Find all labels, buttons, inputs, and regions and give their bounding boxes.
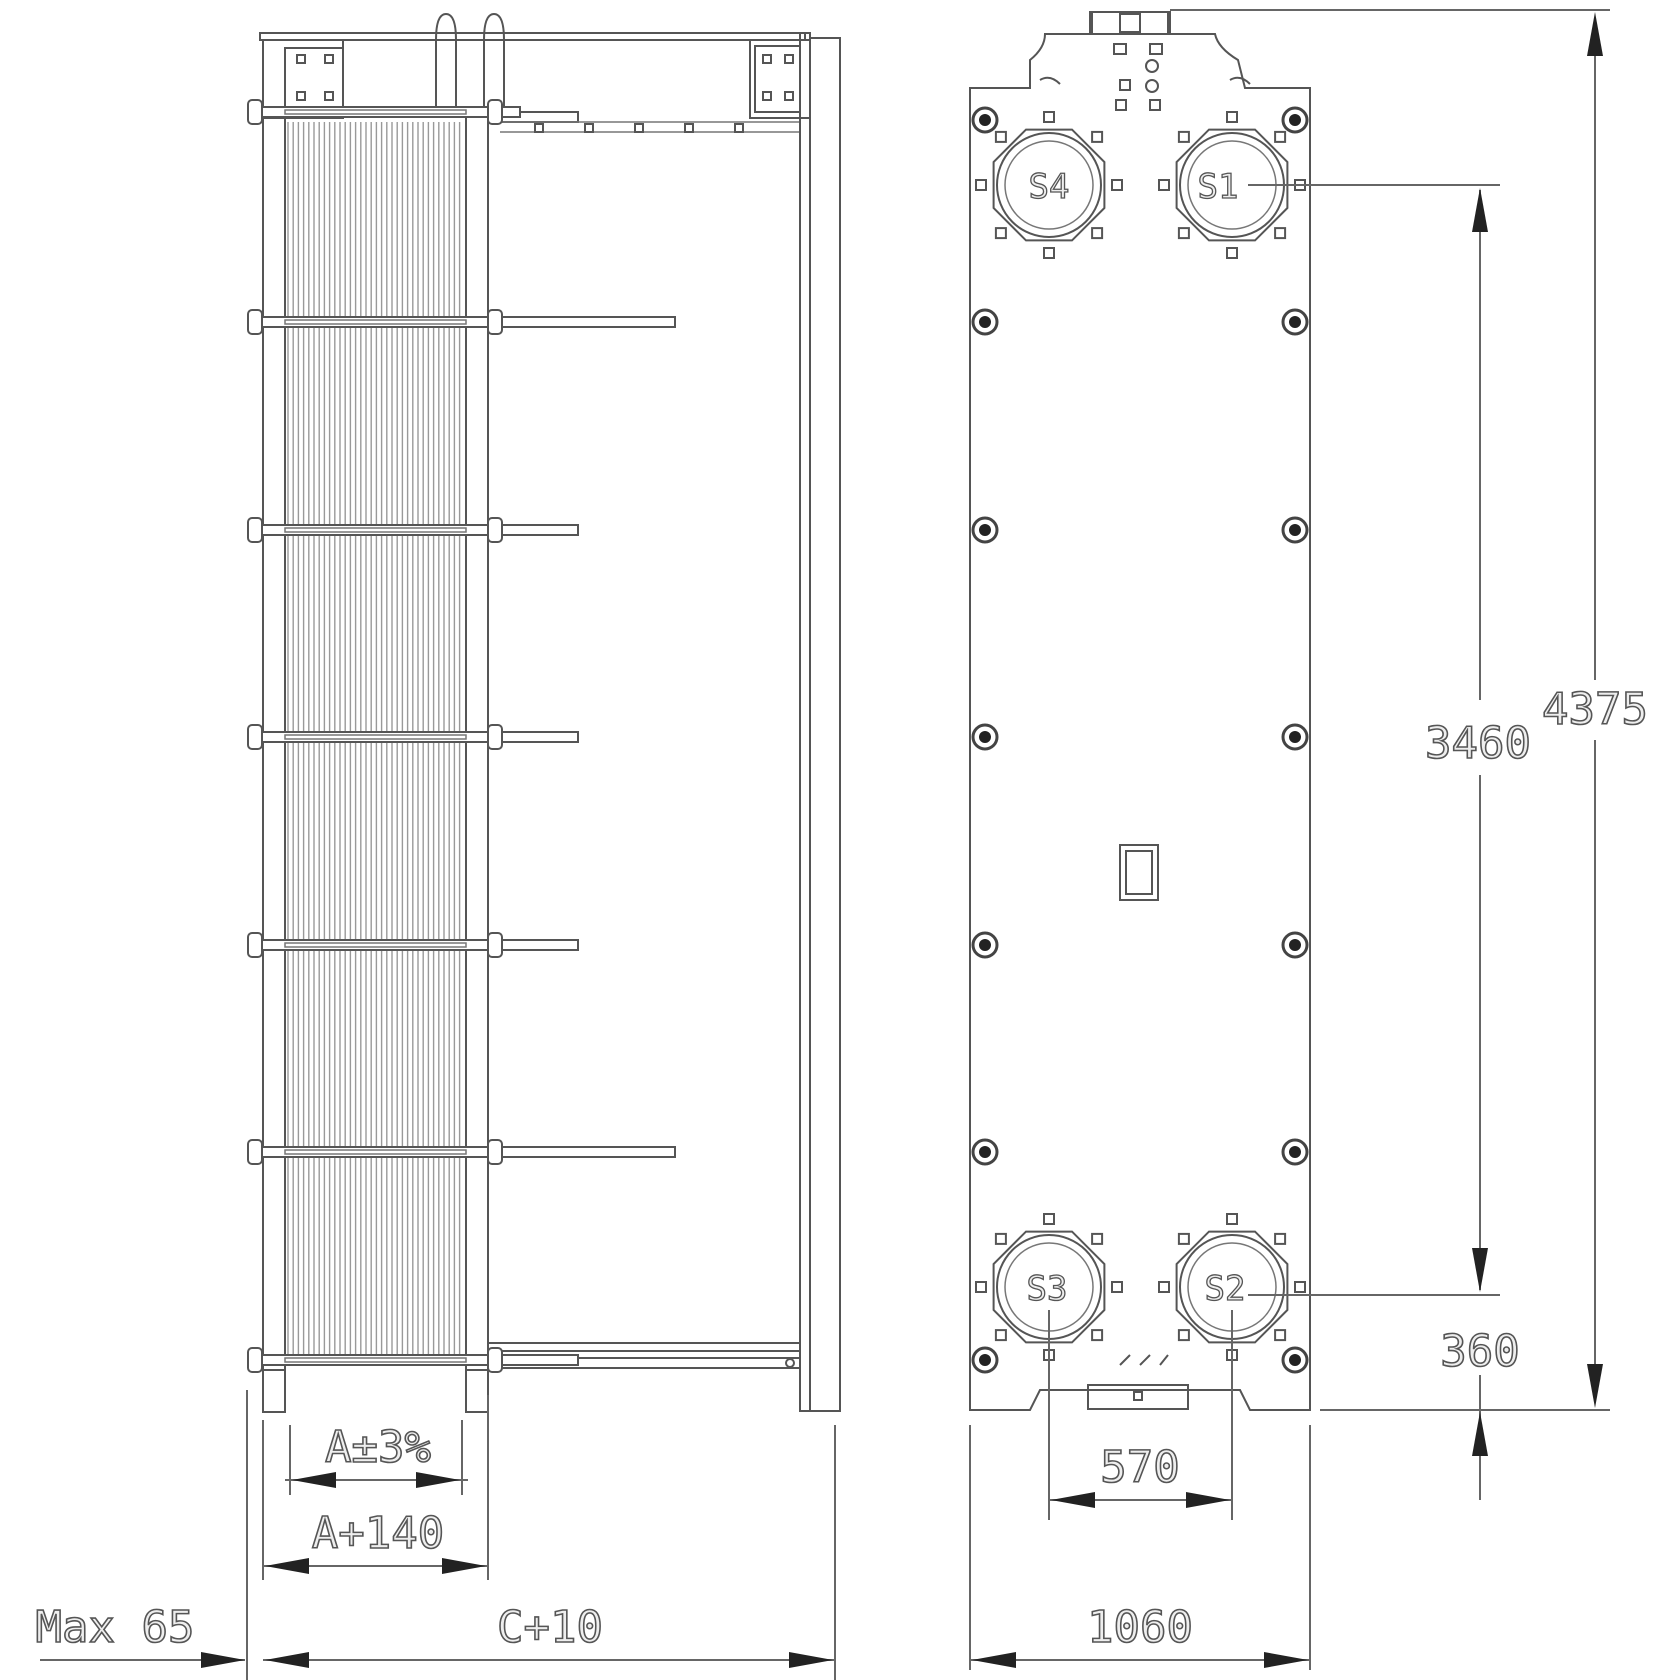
frame-plate: [262, 111, 286, 1413]
tightening-bolt: [247, 517, 579, 543]
front-view: S4 S1 S3 S2: [969, 11, 1311, 1411]
dim-width-label: 1060: [1087, 1602, 1193, 1653]
tightening-bolt: [247, 724, 579, 750]
port-connections: [975, 111, 1306, 1361]
dim-height-total-label: 4375: [1542, 684, 1648, 735]
frame-bolt: [971, 1138, 999, 1166]
pressure-plate: [465, 111, 489, 1413]
tightening-bolt: [247, 1347, 579, 1373]
frame-bolt: [971, 1346, 999, 1374]
frame-bolt: [1281, 1346, 1309, 1374]
frame-bolt: [1281, 308, 1309, 336]
frame-bolt: [971, 308, 999, 336]
port-label-s4: S4: [1029, 167, 1070, 207]
dim-port-to-bottom: 360: [1439, 1325, 1521, 1500]
dim-a-plus: A+140: [262, 1395, 489, 1580]
nameplate: [1119, 844, 1159, 901]
dim-c-label: C+10: [497, 1602, 603, 1653]
frame-bolt: [971, 931, 999, 959]
frame-bolt: [1281, 516, 1309, 544]
tightening-bolt: [247, 932, 579, 958]
dim-port-distance-vertical-label: 3460: [1425, 718, 1531, 769]
tightening-bolts: [247, 99, 676, 1373]
tightening-bolt: [247, 1139, 676, 1165]
frame-bolt: [1281, 106, 1309, 134]
frame-bolt: [1281, 723, 1309, 751]
dim-height-total: 4375: [1170, 9, 1649, 1411]
dim-width: 1060: [969, 1425, 1311, 1670]
dim-a-tolerance-label: A±3%: [325, 1422, 431, 1473]
dimensions: 4375 3460 360 570: [35, 9, 1649, 1680]
port-label-s1: S1: [1198, 167, 1239, 207]
frame-bolt: [971, 723, 999, 751]
tightening-bolt: [247, 99, 521, 125]
port-s4: [975, 111, 1123, 259]
support-column: [799, 32, 841, 1412]
hanger-holes: [1039, 43, 1251, 111]
dim-max-label: Max 65: [36, 1602, 195, 1653]
bottom-cutout: [1087, 1354, 1189, 1410]
port-label-s3: S3: [1027, 1269, 1068, 1309]
tightening-bolt: [247, 309, 676, 335]
dim-a-plus-label: A+140: [312, 1508, 444, 1559]
dim-port-to-bottom-label: 360: [1440, 1326, 1519, 1377]
port-label-s2: S2: [1205, 1269, 1246, 1309]
frame-bolt: [1281, 1138, 1309, 1166]
dim-c: C+10: [246, 1390, 836, 1680]
top-carrying-bar: [259, 12, 811, 133]
frame-plate-outline: [969, 11, 1311, 1411]
dim-port-distance-horizontal: 570: [1048, 1310, 1233, 1520]
dim-port-distance-vertical: 3460: [1248, 184, 1532, 1296]
frame-bolt: [971, 106, 999, 134]
side-view: [247, 12, 841, 1413]
frame-bolt: [971, 516, 999, 544]
dim-max: Max 65: [35, 1601, 245, 1668]
dim-a-tolerance: A±3%: [285, 1420, 468, 1495]
frame-bolt: [1281, 931, 1309, 959]
dim-port-distance-horizontal-label: 570: [1100, 1442, 1179, 1493]
frame-bolts: [971, 106, 1309, 1374]
